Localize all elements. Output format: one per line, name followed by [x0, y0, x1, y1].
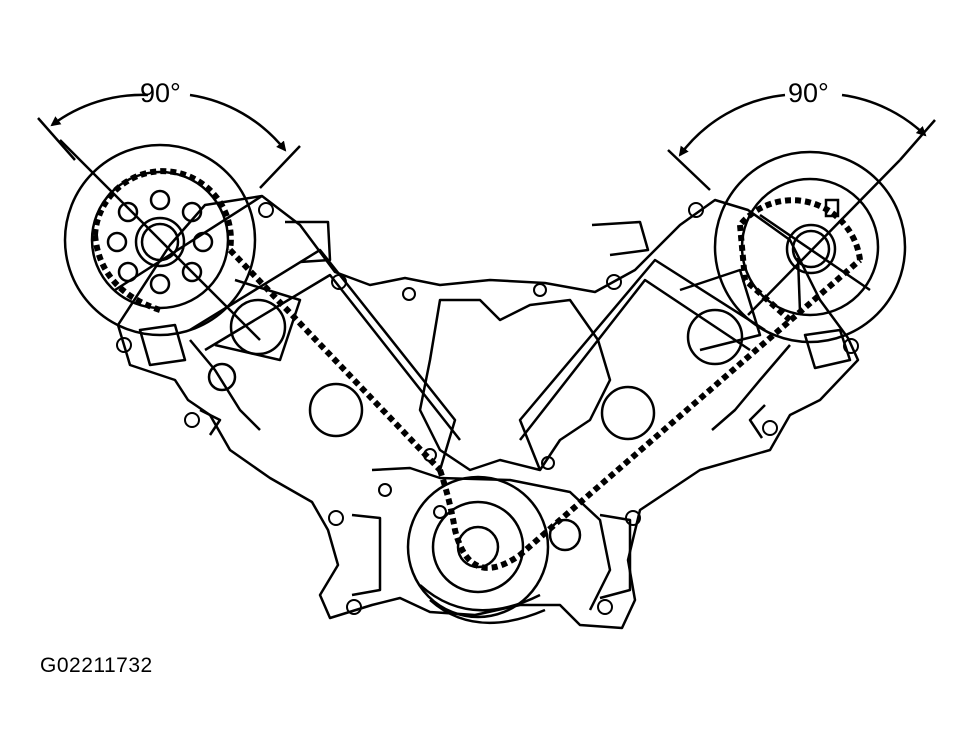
timing-chain: [92, 168, 863, 571]
left-angle-label: 90°: [140, 78, 181, 108]
bore-circles: [207, 298, 744, 552]
right-angle-label: 90°: [788, 78, 829, 108]
bolt-holes: [116, 202, 859, 615]
left-angle-indicator: [37, 93, 301, 189]
right-angle-indicator: [667, 93, 936, 191]
left-cam-crosshair: [59, 139, 263, 341]
figure-id: G02211732: [40, 654, 153, 677]
crankshaft-sprocket: [406, 475, 550, 625]
right-cam-crosshair: [747, 159, 901, 316]
